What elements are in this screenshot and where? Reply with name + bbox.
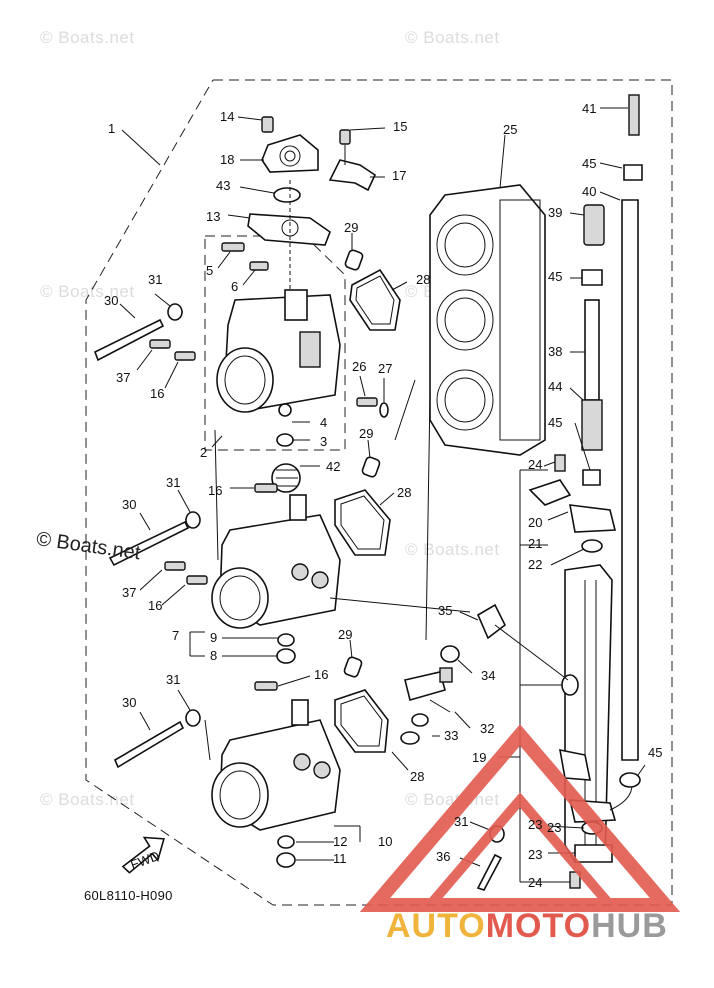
callout-19: 19 — [472, 750, 486, 765]
callout-8: 8 — [210, 648, 217, 663]
brand-part-1: AUTO — [386, 907, 486, 945]
callout-45: 45 — [548, 415, 562, 430]
callout-23: 23 — [528, 847, 542, 862]
callout-43: 43 — [216, 178, 230, 193]
callout-25: 25 — [503, 122, 517, 137]
upper-hardware — [93, 242, 269, 389]
callout-41: 41 — [582, 101, 596, 116]
callout-31: 31 — [166, 672, 180, 687]
callout-21: 21 — [528, 536, 542, 551]
callout-16: 16 — [314, 667, 328, 682]
callout-38: 38 — [548, 344, 562, 359]
callout-45: 45 — [548, 269, 562, 284]
callout-29: 29 — [344, 220, 358, 235]
callout-35: 35 — [438, 603, 452, 618]
brand-logo — [359, 724, 681, 912]
lower-hardware — [113, 689, 201, 769]
throttle-body-lower — [211, 675, 361, 868]
fwd-label: FWD — [128, 848, 161, 872]
callout-37: 37 — [122, 585, 136, 600]
callout-9: 9 — [210, 630, 217, 645]
throttle-body-middle — [189, 463, 341, 664]
callout-31: 31 — [166, 475, 180, 490]
callout-32: 32 — [480, 721, 494, 736]
throttle-sensor-group — [227, 116, 386, 300]
brand-wordmark: AUTOMOTOHUB — [386, 907, 668, 946]
callout-39: 39 — [548, 205, 562, 220]
callout-30: 30 — [122, 497, 136, 512]
callout-30: 30 — [104, 293, 118, 308]
callout-29: 29 — [338, 627, 352, 642]
watermark: © Boats.net — [405, 540, 500, 559]
watermark: © Boats.net — [40, 28, 135, 47]
callout-33: 33 — [444, 728, 458, 743]
watermark: © Boats.net — [40, 282, 135, 301]
callout-45: 45 — [582, 156, 596, 171]
callout-29: 29 — [359, 426, 373, 441]
callout-40: 40 — [582, 184, 596, 199]
callout-45: 45 — [648, 745, 662, 760]
callout-3: 3 — [320, 434, 327, 449]
callout-30: 30 — [122, 695, 136, 710]
callout-44: 44 — [548, 379, 562, 394]
watermark: © Boats.net — [40, 790, 135, 809]
callout-28: 28 — [410, 769, 424, 784]
callout-27: 27 — [378, 361, 392, 376]
callout-5: 5 — [206, 263, 213, 278]
middle-hardware — [108, 489, 208, 606]
callout-22: 22 — [528, 557, 542, 572]
diagram-code: 60L8110-H090 — [84, 888, 173, 903]
callout-24: 24 — [528, 457, 542, 472]
callout-28: 28 — [416, 272, 430, 287]
callout-2: 2 — [200, 445, 207, 460]
callout-37: 37 — [116, 370, 130, 385]
callout-13: 13 — [206, 209, 220, 224]
callout-12: 12 — [333, 834, 347, 849]
callout-7: 7 — [172, 628, 179, 643]
callout-31: 31 — [454, 814, 468, 829]
callout-18: 18 — [220, 152, 234, 167]
callout-23: 23 — [547, 820, 561, 835]
callout-4: 4 — [320, 415, 327, 430]
callout-17: 17 — [392, 168, 406, 183]
spacers-and-gaskets — [334, 233, 409, 771]
callout-labels: 1234567891011121314151616161617181920212… — [104, 101, 662, 890]
callout-16: 16 — [208, 483, 222, 498]
callout-11: 11 — [333, 851, 347, 866]
callout-1: 1 — [108, 121, 115, 136]
callout-28: 28 — [397, 485, 411, 500]
callout-16: 16 — [150, 386, 164, 401]
callout-36: 36 — [436, 849, 450, 864]
callout-31: 31 — [148, 272, 162, 287]
callout-20: 20 — [528, 515, 542, 530]
callout-23: 23 — [528, 817, 542, 832]
callout-14: 14 — [220, 109, 234, 124]
brand-part-2: MOTO — [485, 907, 592, 945]
brand-part-3: HUB — [591, 907, 668, 945]
assembly-boundary — [85, 79, 673, 906]
callout-6: 6 — [231, 279, 238, 294]
watermark: © Boats.net — [405, 28, 500, 47]
callout-16: 16 — [148, 598, 162, 613]
callout-15: 15 — [393, 119, 407, 134]
injectors — [329, 597, 569, 745]
intake-manifold — [394, 134, 546, 641]
callout-26: 26 — [352, 359, 366, 374]
callout-24: 24 — [528, 875, 542, 890]
callout-34: 34 — [481, 668, 495, 683]
throttle-body-upper — [216, 289, 341, 447]
callout-42: 42 — [326, 459, 340, 474]
fwd-arrow: FWD — [121, 836, 165, 874]
callout-10: 10 — [378, 834, 392, 849]
bolt-26-washer-27 — [356, 375, 389, 418]
